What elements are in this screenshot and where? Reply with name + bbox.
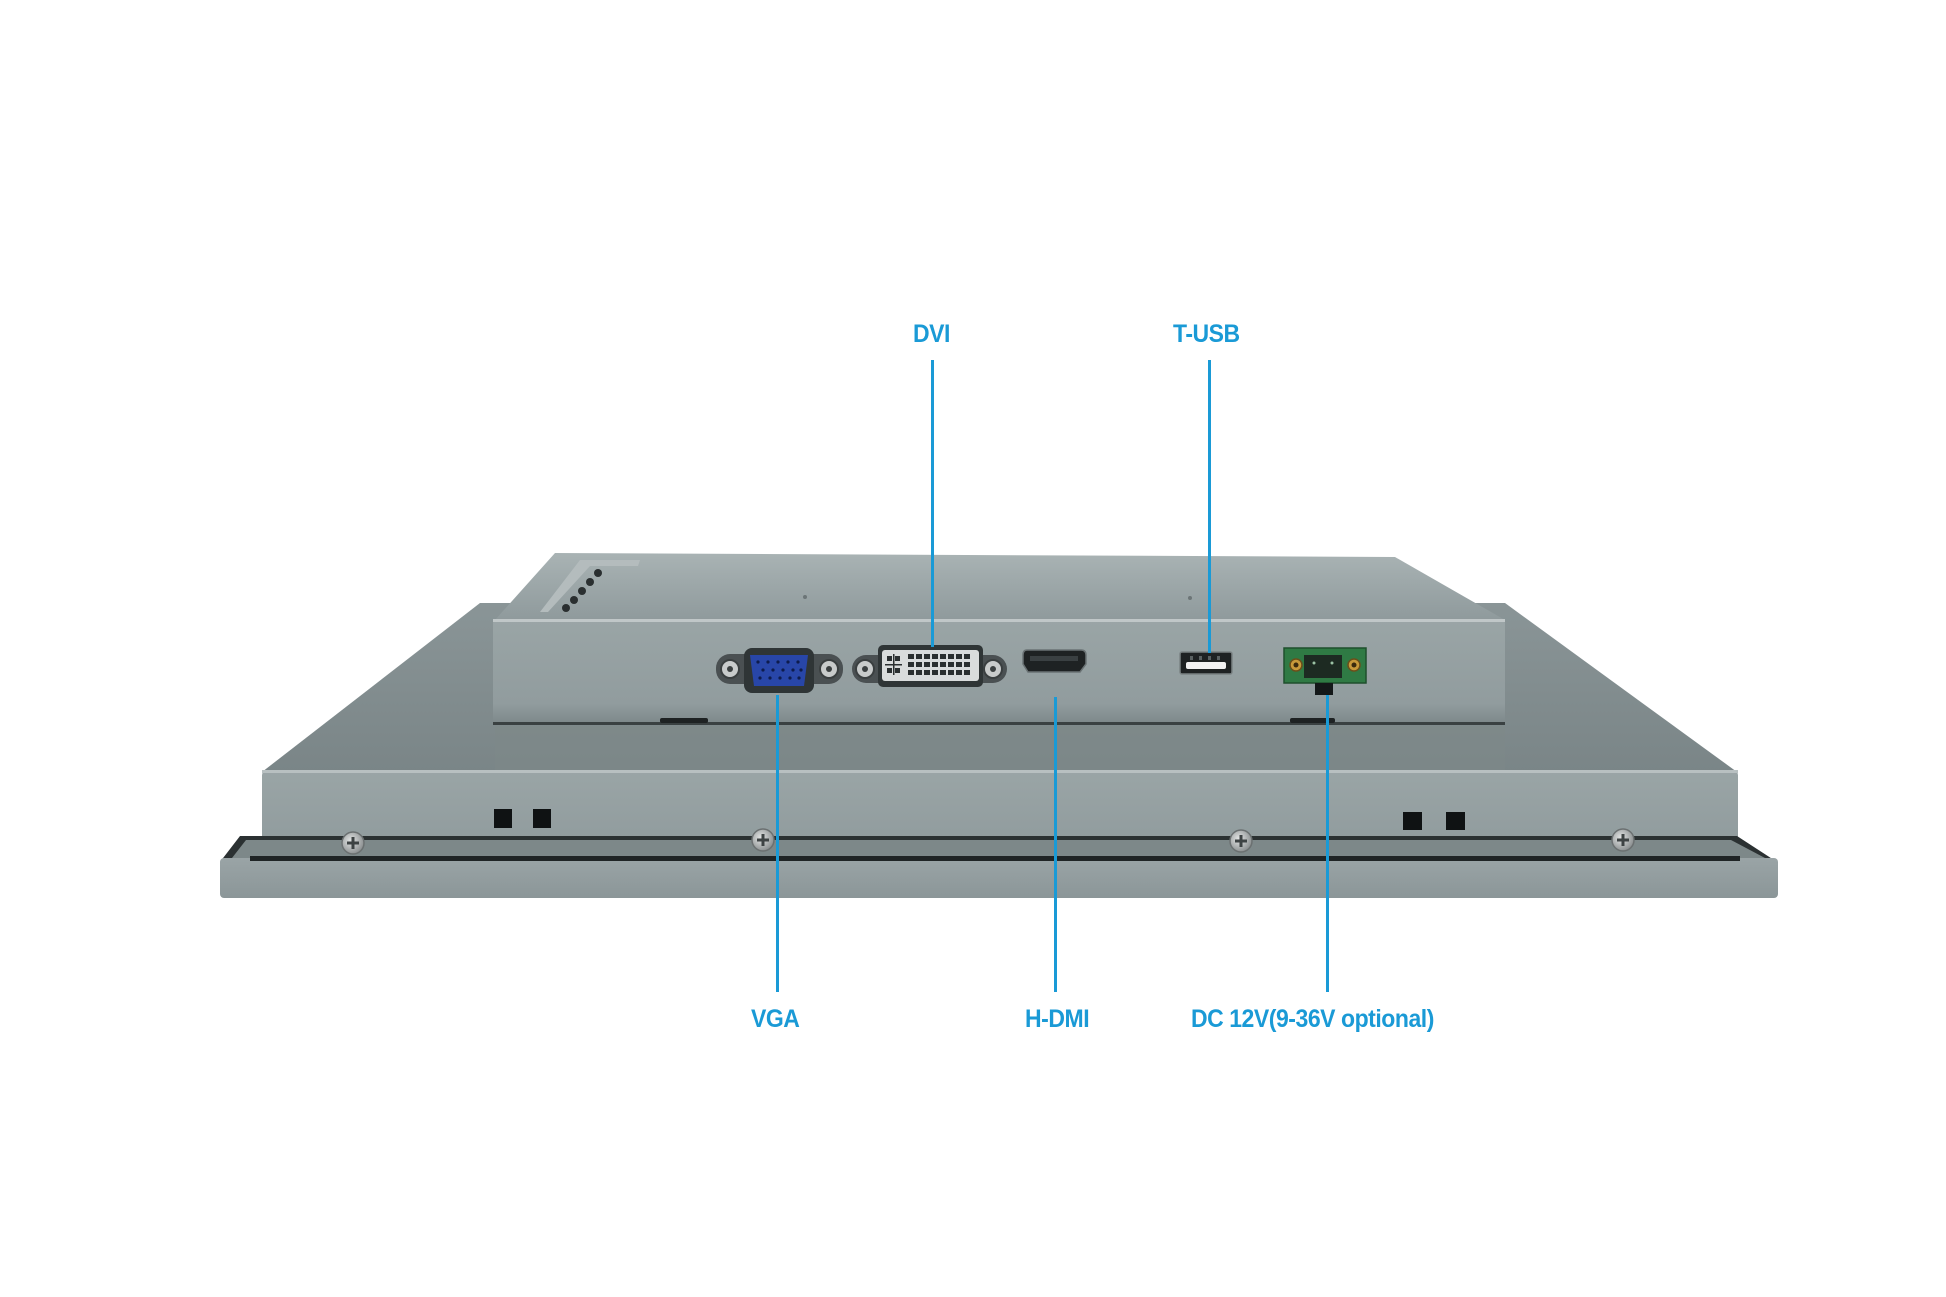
dvi-leader-line (931, 360, 934, 647)
dc-connector (1283, 647, 1367, 695)
usb-port (1179, 651, 1233, 675)
rear-box-top (495, 553, 1505, 620)
hdmi-label: H-DMI (1025, 1005, 1090, 1033)
vga-leader-line (776, 695, 779, 992)
t-usb-leader-line (1208, 360, 1211, 653)
front-bezel (220, 858, 1778, 898)
vga-label: VGA (751, 1005, 800, 1033)
vents-left (494, 809, 551, 828)
dc-leader-line (1326, 695, 1329, 992)
dvi-label: DVI (913, 320, 950, 348)
dc-power-label: DC 12V(9-36V optional) (1191, 1005, 1434, 1033)
gasket (250, 856, 1740, 861)
vents-right (1403, 812, 1465, 830)
screws (341, 828, 1635, 855)
vga-port (716, 648, 843, 693)
hdmi-port (1022, 649, 1087, 673)
dvi-port (852, 645, 1007, 687)
hdmi-leader-line (1054, 697, 1057, 992)
t-usb-label: T-USB (1173, 320, 1240, 348)
